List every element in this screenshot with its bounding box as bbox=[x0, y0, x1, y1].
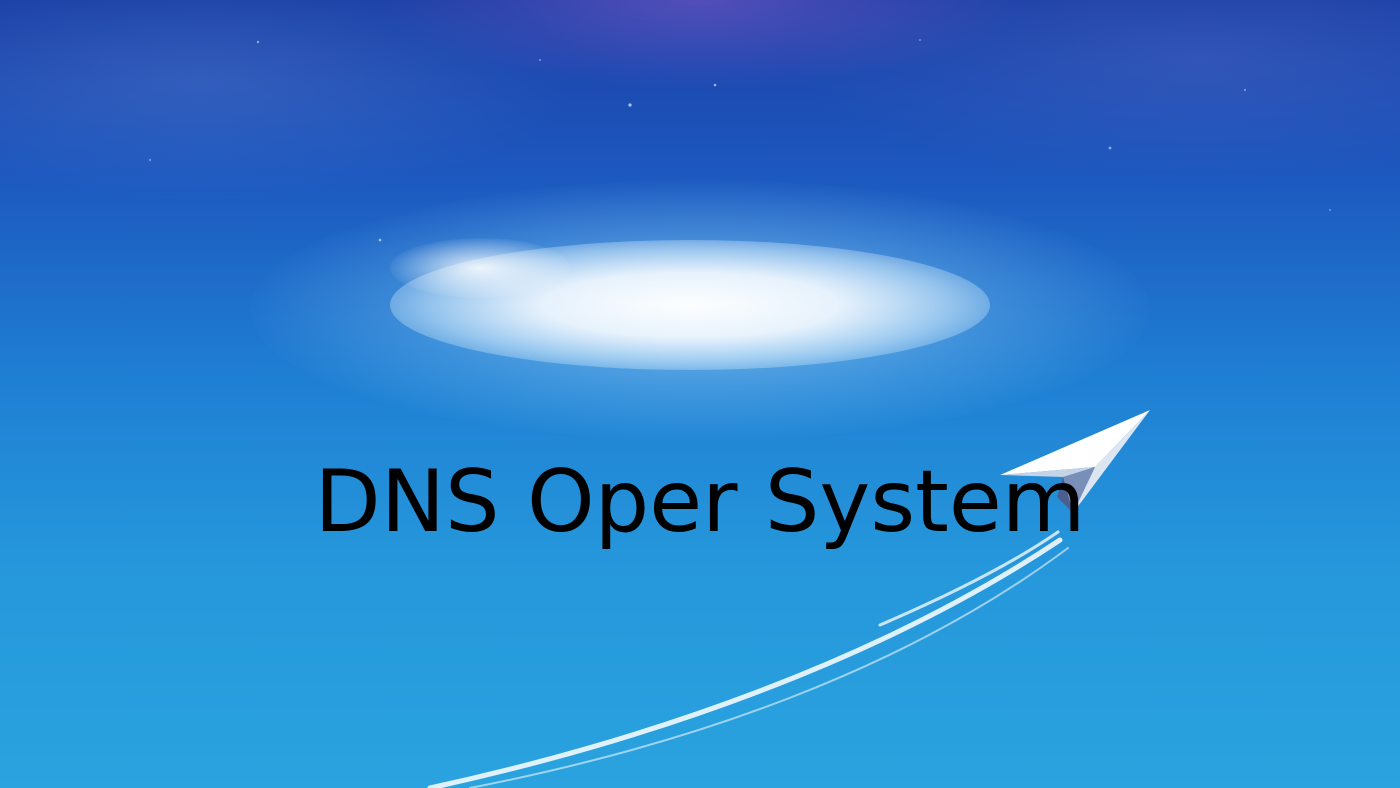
app-title: DNS Oper System bbox=[314, 452, 1086, 552]
paper-plane-icon bbox=[1000, 410, 1150, 513]
cloud-puff bbox=[390, 238, 570, 298]
